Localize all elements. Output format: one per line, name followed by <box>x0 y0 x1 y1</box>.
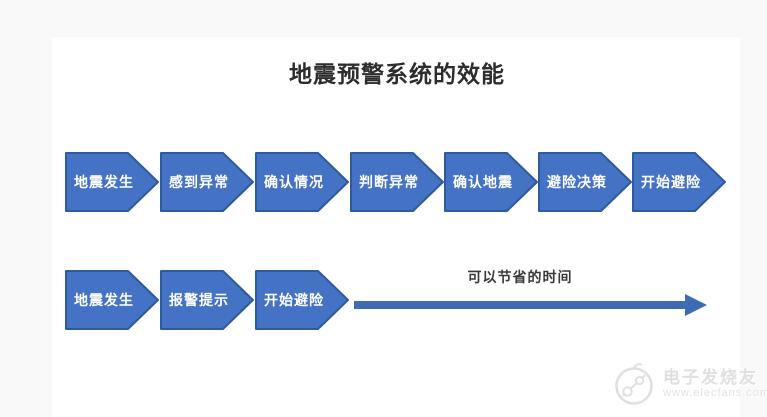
diagram-title: 地震预警系统的效能 <box>289 61 505 87</box>
arrow-shape <box>65 152 159 212</box>
process-step: 开始避险 <box>255 270 349 330</box>
watermark-url: www.elecfans.com <box>663 387 767 400</box>
process-step-label: 避险决策 <box>547 174 607 190</box>
process-step: 判断异常 <box>350 152 444 212</box>
watermark-brand: 电子发烧友 <box>663 367 758 387</box>
process-step: 地震发生 <box>65 152 159 212</box>
pentagon-arrow-icon <box>255 152 349 212</box>
arrow-line <box>354 301 688 309</box>
process-step-label: 报警提示 <box>169 292 229 308</box>
arrow-shape <box>444 152 538 212</box>
process-step: 确认地震 <box>444 152 538 212</box>
watermark: 电子发烧友 www.elecfans.com <box>611 360 767 408</box>
pentagon-arrow-icon <box>65 270 159 330</box>
arrow-shape <box>160 152 254 212</box>
process-step: 感到异常 <box>160 152 254 212</box>
pentagon-arrow-icon <box>538 152 632 212</box>
process-step: 确认情况 <box>255 152 349 212</box>
arrow-shape <box>255 152 349 212</box>
pentagon-arrow-icon <box>350 152 444 212</box>
process-step-label: 开始避险 <box>264 292 324 308</box>
process-step: 避险决策 <box>538 152 632 212</box>
saved-time-label: 可以节省的时间 <box>467 269 573 285</box>
process-step: 报警提示 <box>160 270 254 330</box>
arrow-shape <box>65 270 159 330</box>
process-step-label: 判断异常 <box>359 174 419 190</box>
arrow-shape <box>350 152 444 212</box>
process-step-label: 开始避险 <box>641 174 701 190</box>
watermark-text: 电子发烧友 www.elecfans.com <box>663 367 767 400</box>
pentagon-arrow-icon <box>160 270 254 330</box>
process-step-label: 感到异常 <box>169 174 229 190</box>
saved-time-arrow-icon <box>354 294 707 316</box>
process-step-label: 确认情况 <box>264 174 324 190</box>
arrow-shape <box>255 270 349 330</box>
pentagon-arrow-icon <box>65 152 159 212</box>
arrow-shape <box>632 152 726 212</box>
process-step-label: 地震发生 <box>74 292 134 308</box>
arrow-head <box>685 294 707 316</box>
process-step: 地震发生 <box>65 270 159 330</box>
page-background <box>52 37 740 417</box>
process-step: 开始避险 <box>632 152 726 212</box>
elecfans-circuit-logo-icon <box>615 363 653 405</box>
pentagon-arrow-icon <box>255 270 349 330</box>
process-step-label: 地震发生 <box>74 174 134 190</box>
process-step-label: 确认地震 <box>453 174 513 190</box>
pentagon-arrow-icon <box>160 152 254 212</box>
arrow-shape <box>538 152 632 212</box>
pentagon-arrow-icon <box>632 152 726 212</box>
pentagon-arrow-icon <box>444 152 538 212</box>
arrow-shape <box>160 270 254 330</box>
